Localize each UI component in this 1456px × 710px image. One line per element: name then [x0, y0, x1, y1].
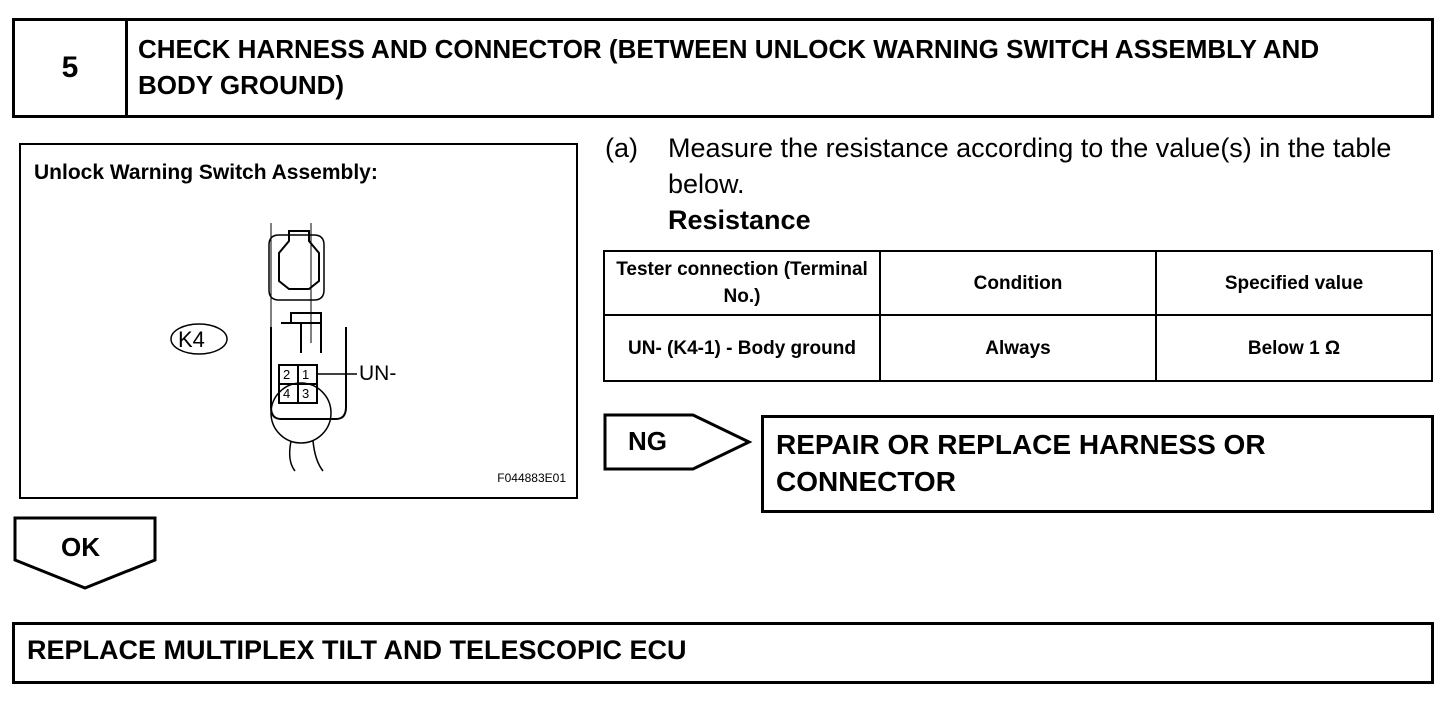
table-header-row: Tester connection (Terminal No.) Conditi… [603, 250, 1433, 316]
header-tester-connection: Tester connection (Terminal No.) [603, 250, 881, 316]
figure-code: F044883E01 [497, 471, 566, 485]
instruction-text: Measure the resistance according to the … [668, 133, 1392, 199]
cell-specified-value: Below 1 Ω [1155, 314, 1433, 382]
ok-label: OK [61, 532, 100, 562]
header-condition: Condition [879, 250, 1157, 316]
resistance-table: Tester connection (Terminal No.) Conditi… [603, 250, 1433, 382]
connector-diagram [170, 223, 357, 472]
terminal-1: 1 [302, 367, 310, 382]
instruction: (a) Measure the resistance according to … [605, 130, 1428, 238]
figure-title: Unlock Warning Switch Assembly: [34, 161, 378, 184]
ok-arrow-shape [13, 516, 157, 590]
header-specified-value: Specified value [1155, 250, 1433, 316]
step-title: CHECK HARNESS AND CONNECTOR (BETWEEN UNL… [138, 34, 1320, 100]
connector-label-oval [170, 323, 228, 355]
switch-connector-drawing [270, 312, 357, 472]
ng-action-box: REPAIR OR REPLACE HARNESS OR CONNECTOR [761, 415, 1434, 513]
ng-label: NG [628, 426, 667, 456]
table-row: UN- (K4-1) - Body ground Always Below 1 … [603, 314, 1433, 382]
step-header: 5 CHECK HARNESS AND CONNECTOR (BETWEEN U… [12, 18, 1434, 118]
step-number: 5 [15, 21, 128, 115]
harness-connector-drawing [268, 223, 325, 343]
terminal-3: 3 [302, 386, 310, 401]
ng-action-text: REPAIR OR REPLACE HARNESS OR CONNECTOR [776, 429, 1266, 497]
terminal-2: 2 [283, 367, 291, 382]
cell-condition: Always [879, 314, 1157, 382]
instruction-subtitle: Resistance [668, 205, 811, 235]
pin-label: UN- [359, 362, 397, 385]
terminal-4: 4 [283, 386, 291, 401]
instruction-marker: (a) [605, 133, 638, 163]
connector-label: K4 [178, 327, 205, 352]
ng-arrow-shape [603, 413, 753, 471]
connector-figure: Unlock Warning Switch Assembly: K4 2 1 4… [19, 143, 578, 499]
ok-action-box: REPLACE MULTIPLEX TILT AND TELESCOPIC EC… [12, 622, 1434, 684]
ok-action-text: REPLACE MULTIPLEX TILT AND TELESCOPIC EC… [27, 635, 687, 665]
cell-tester-connection: UN- (K4-1) - Body ground [603, 314, 881, 382]
